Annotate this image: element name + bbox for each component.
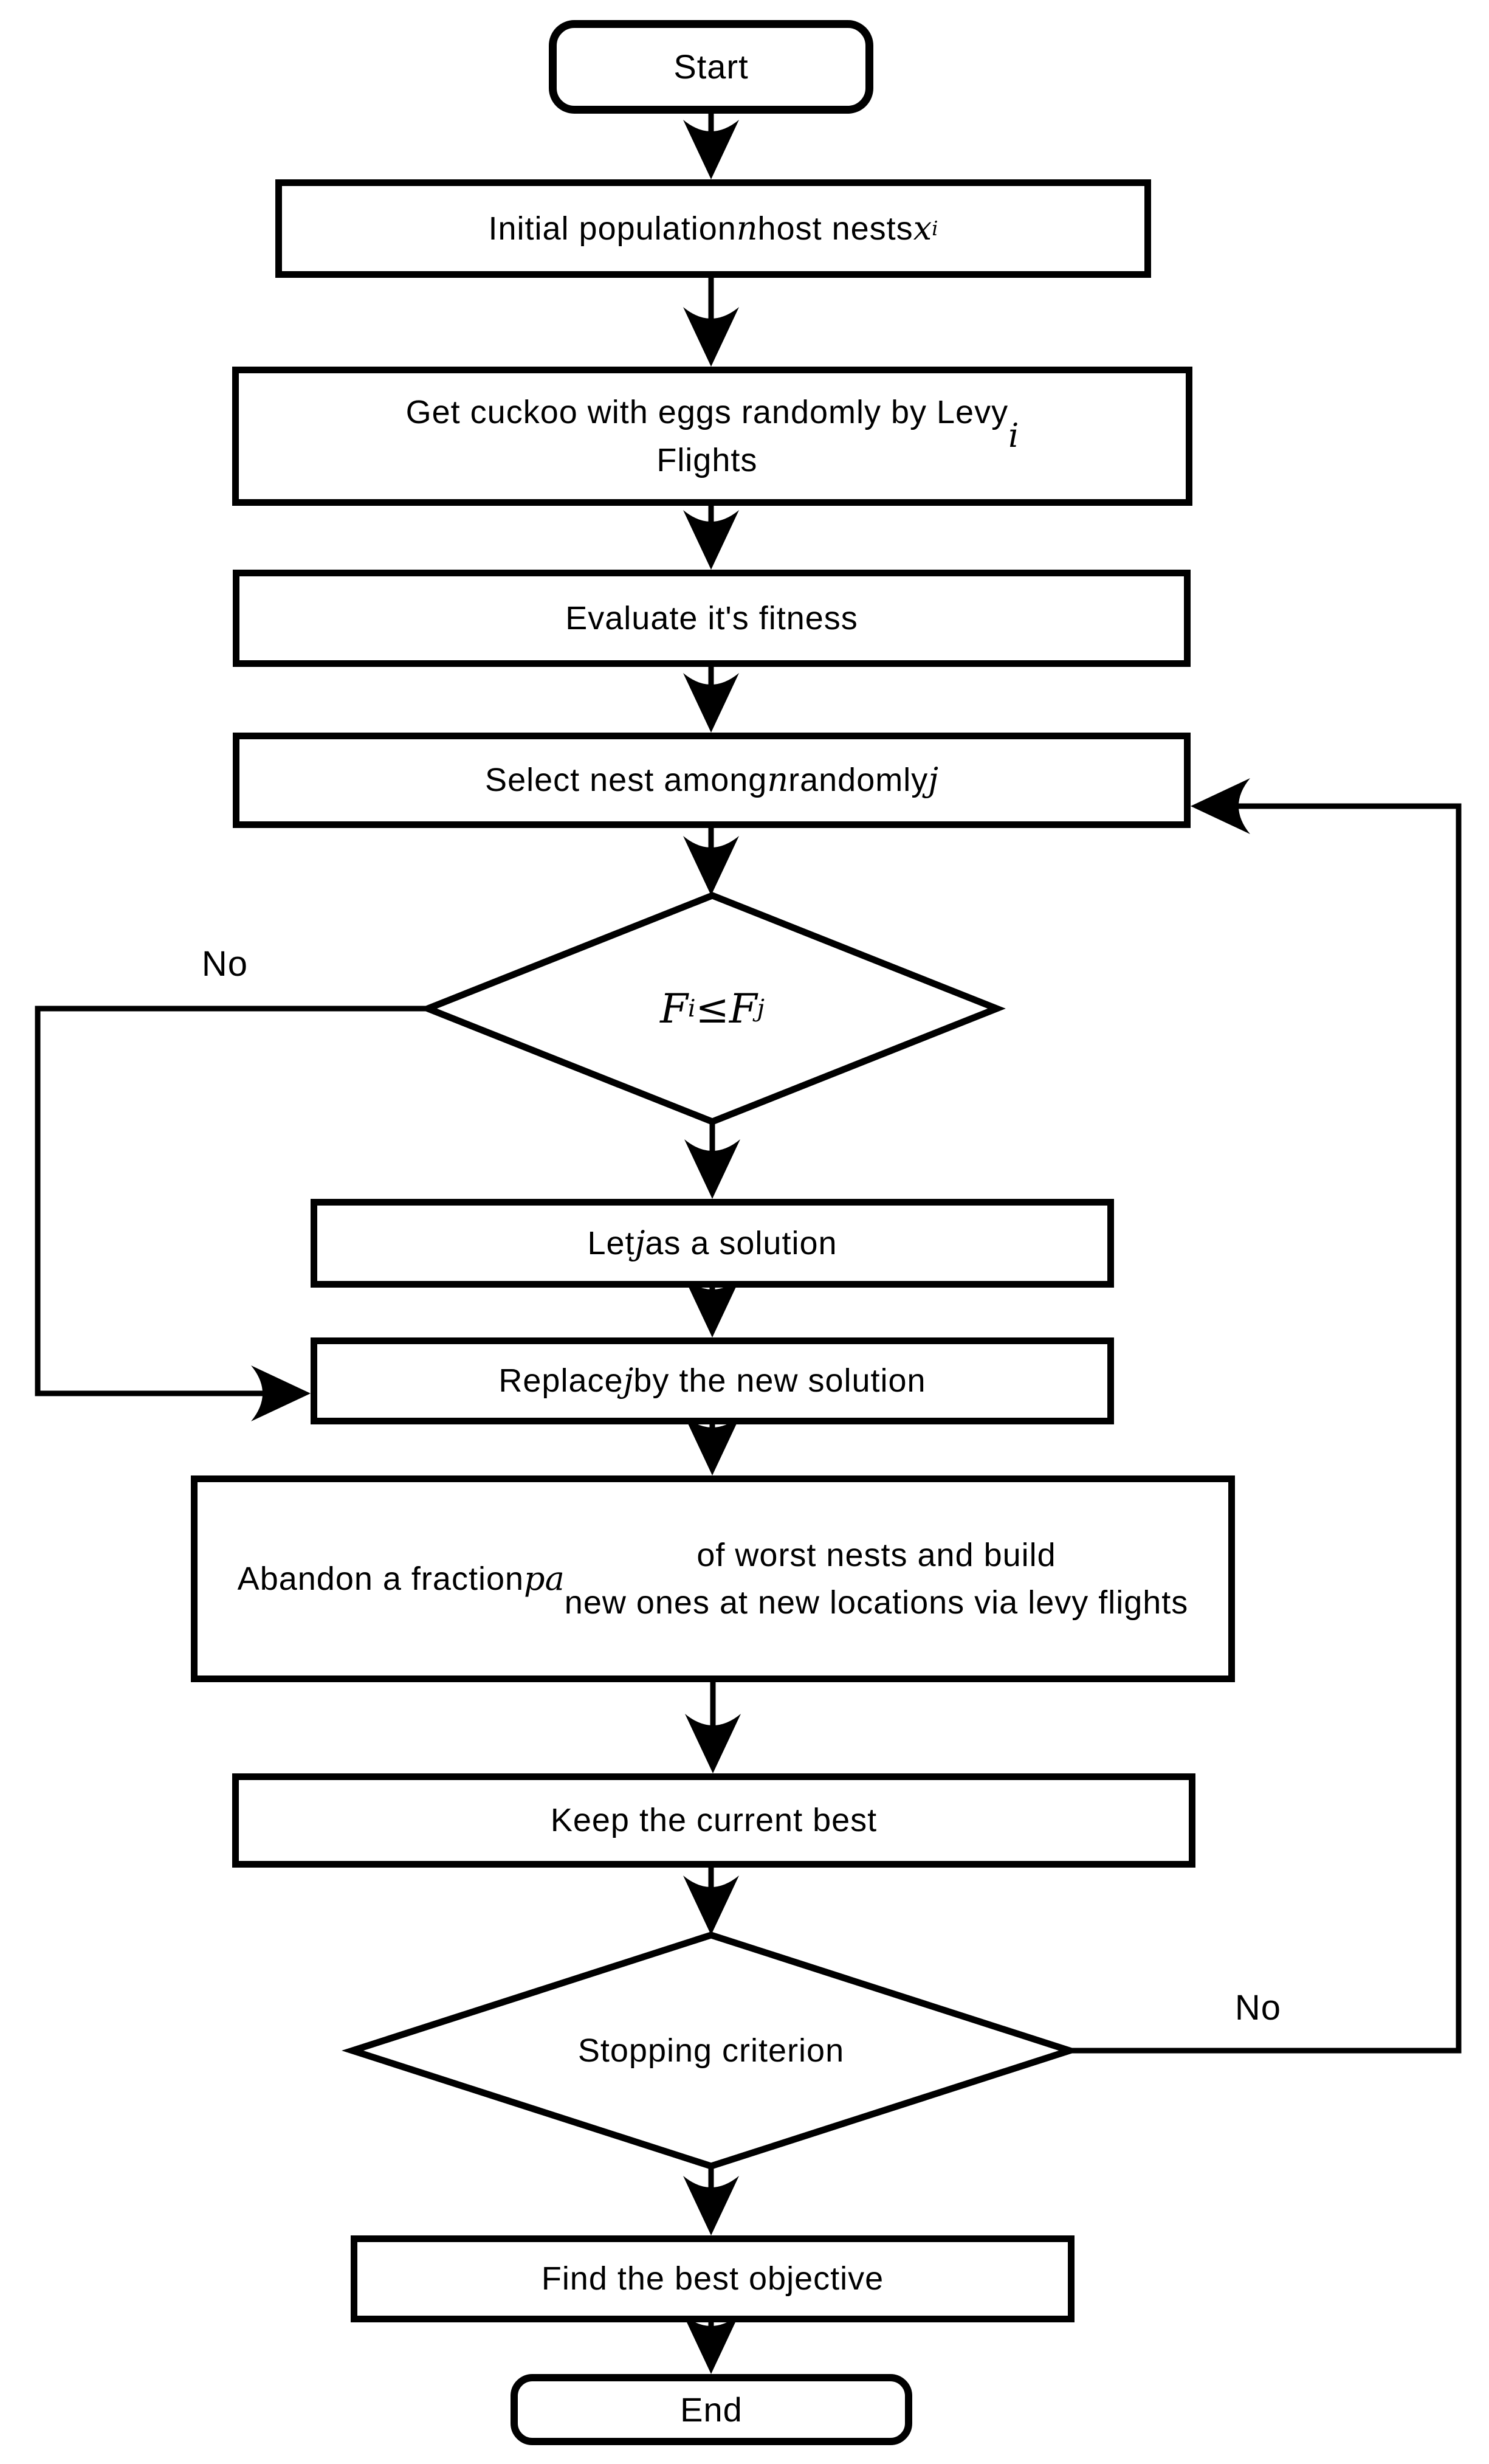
node-keep-best: Keep the current best bbox=[232, 1773, 1195, 1868]
plain-text: Keep the current best bbox=[550, 1802, 878, 1839]
node-get-cuckoo: Get cuckoo with eggs randomly by Levy Fl… bbox=[232, 367, 1192, 506]
plain-text: randomly bbox=[788, 762, 929, 799]
node-find-best: Find the best objective bbox=[351, 2235, 1075, 2322]
edge-label-stopping-no: No bbox=[1234, 1987, 1282, 2027]
arrowhead-cuckoo bbox=[683, 307, 739, 367]
math-text: i bbox=[1008, 416, 1019, 455]
fitness-check-diamond bbox=[419, 892, 1006, 1125]
node-let-j-solution: Let j as a solution bbox=[311, 1199, 1114, 1288]
arrowhead-end bbox=[683, 2314, 739, 2374]
math-text: pa bbox=[524, 1559, 565, 1598]
plain-text: Start bbox=[673, 47, 749, 86]
plain-text: Stopping criterion bbox=[577, 2032, 845, 2069]
arrowhead-initial bbox=[683, 120, 739, 179]
edge-stopping-no-line bbox=[1070, 803, 1462, 2054]
arrowhead-letj bbox=[684, 1139, 740, 1199]
math-text: i bbox=[932, 216, 938, 240]
math-text: F bbox=[660, 985, 688, 1032]
plain-text: Let bbox=[587, 1224, 635, 1261]
plain-text: by the new solution bbox=[633, 1362, 926, 1399]
arrowhead-stopping-no bbox=[1191, 778, 1250, 834]
arrowhead-select bbox=[683, 673, 739, 733]
plain-text: Get cuckoo with eggs randomly by Levy Fl… bbox=[405, 394, 1009, 478]
node-end: End bbox=[511, 2374, 912, 2445]
node-start: Start bbox=[549, 20, 873, 114]
arrowhead-fitness bbox=[683, 836, 739, 896]
plain-text: of worst nests and build new ones at new… bbox=[564, 1536, 1189, 1621]
math-text: x bbox=[913, 209, 932, 247]
edge-label-fitness-no: No bbox=[201, 944, 249, 984]
arrowhead-stopping bbox=[683, 1876, 739, 1935]
stopping-criterion-diamond bbox=[342, 1931, 1081, 2170]
math-text: j bbox=[757, 995, 765, 1023]
plain-text: as a solution bbox=[645, 1224, 837, 1261]
math-text: j bbox=[928, 761, 938, 799]
node-replace-j: Replace j by the new solution bbox=[311, 1337, 1114, 1424]
arrowhead-fitness-no bbox=[251, 1365, 311, 1421]
arrowhead-evaluate bbox=[683, 510, 739, 570]
math-text: n bbox=[767, 761, 789, 799]
plain-text: Abandon a fraction bbox=[237, 1560, 524, 1597]
edge-fitness-no-line bbox=[35, 1006, 428, 1396]
node-abandon-nests: Abandon a fraction pa of worst nests and… bbox=[191, 1475, 1235, 1682]
arrowhead-find bbox=[683, 2176, 739, 2235]
math-text: ≤ bbox=[695, 985, 729, 1032]
math-text: n bbox=[736, 209, 758, 247]
arrowhead-replace bbox=[684, 1278, 740, 1337]
node-evaluate-fitness: Evaluate it's fitness bbox=[233, 570, 1191, 667]
plain-text: End bbox=[680, 2390, 743, 2429]
node-select-nest: Select nest among n randomly j bbox=[233, 733, 1191, 828]
plain-text: Initial population bbox=[488, 210, 737, 247]
math-text: j bbox=[634, 1223, 645, 1262]
math-text: i bbox=[687, 995, 696, 1023]
plain-text: host nests bbox=[757, 210, 913, 247]
math-text: F bbox=[729, 985, 757, 1032]
plain-text: Replace bbox=[498, 1362, 624, 1399]
math-text: j bbox=[623, 1361, 634, 1400]
arrowhead-keep bbox=[685, 1714, 741, 1773]
plain-text: Select nest among bbox=[485, 762, 768, 799]
plain-text: Evaluate it's fitness bbox=[565, 599, 858, 637]
arrowhead-abandon bbox=[684, 1416, 740, 1475]
node-stopping-criterion-label: Stopping criterion bbox=[498, 2008, 924, 2093]
plain-text: Find the best objective bbox=[541, 2260, 884, 2297]
